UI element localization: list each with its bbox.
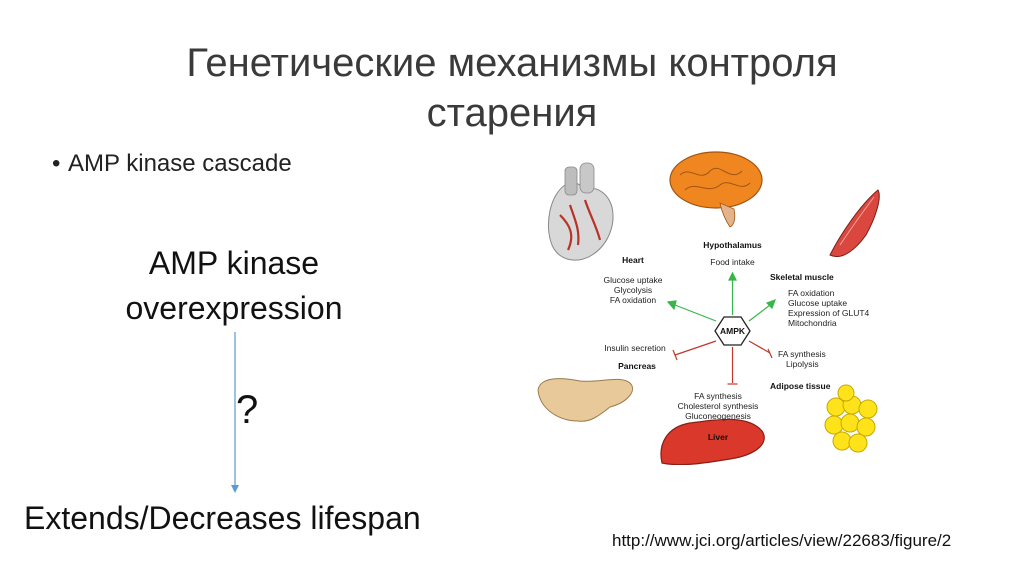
heart-item-1: Glucose uptake [603,275,662,285]
ampk-label: AMPK [720,326,746,336]
liver-item-3: Gluconeogenesis [685,411,751,421]
pancreas-title: Pancreas [618,361,656,371]
slide-title: Генетические механизмы контроля старения [0,38,1024,138]
down-arrow [231,332,239,493]
liver-title: Liver [708,432,729,442]
ampk-diagram: AMPK Hypothalamus Food intake Heart Gluc… [537,151,880,465]
liver-icon [660,418,765,465]
pancreas-item: Insulin secretion [604,343,666,353]
overexpression-line-1: AMP kinase [148,245,320,281]
muscle-item-4: Mitochondria [788,318,837,328]
title-line-2: старения [426,91,598,135]
adipose-title: Adipose tissue [770,381,831,391]
heart-item-3: FA oxidation [610,295,657,305]
pancreas-icon [537,378,633,422]
source-link[interactable]: http://www.jci.org/articles/view/22683/f… [612,531,952,550]
overexpression-line-2: overexpression [125,290,343,326]
muscle-title: Skeletal muscle [770,272,834,282]
hypothalamus-title: Hypothalamus [703,240,762,250]
bullet-text: AMP kinase cascade [68,150,292,177]
activation-arrows [666,271,777,322]
heart-icon [547,162,614,261]
adipose-icon [824,384,878,453]
bullet-dot-icon: • [52,150,61,177]
muscle-item-2: Glucose uptake [788,298,847,308]
hypothalamus-item: Food intake [710,257,755,267]
heart-title: Heart [622,255,644,265]
inhibition-lines [672,340,773,385]
muscle-item-3: Expression of GLUT4 [788,308,870,318]
liver-item-2: Cholesterol synthesis [678,401,759,411]
liver-item-1: FA synthesis [694,391,742,401]
bullet-item: • AMP kinase cascade [52,150,292,178]
question-mark: ? [236,388,259,432]
adipose-item-2: Lipolysis [786,359,819,369]
muscle-icon [829,189,880,257]
ampk-hexagon [714,316,751,346]
brain-icon [669,151,763,228]
heart-item-2: Glycolysis [614,285,652,295]
lifespan-text: Extends/Decreases lifespan [24,500,421,536]
muscle-item-1: FA oxidation [788,288,835,298]
title-line-1: Генетические механизмы контроля [186,41,838,85]
adipose-item-1: FA synthesis [778,349,826,359]
